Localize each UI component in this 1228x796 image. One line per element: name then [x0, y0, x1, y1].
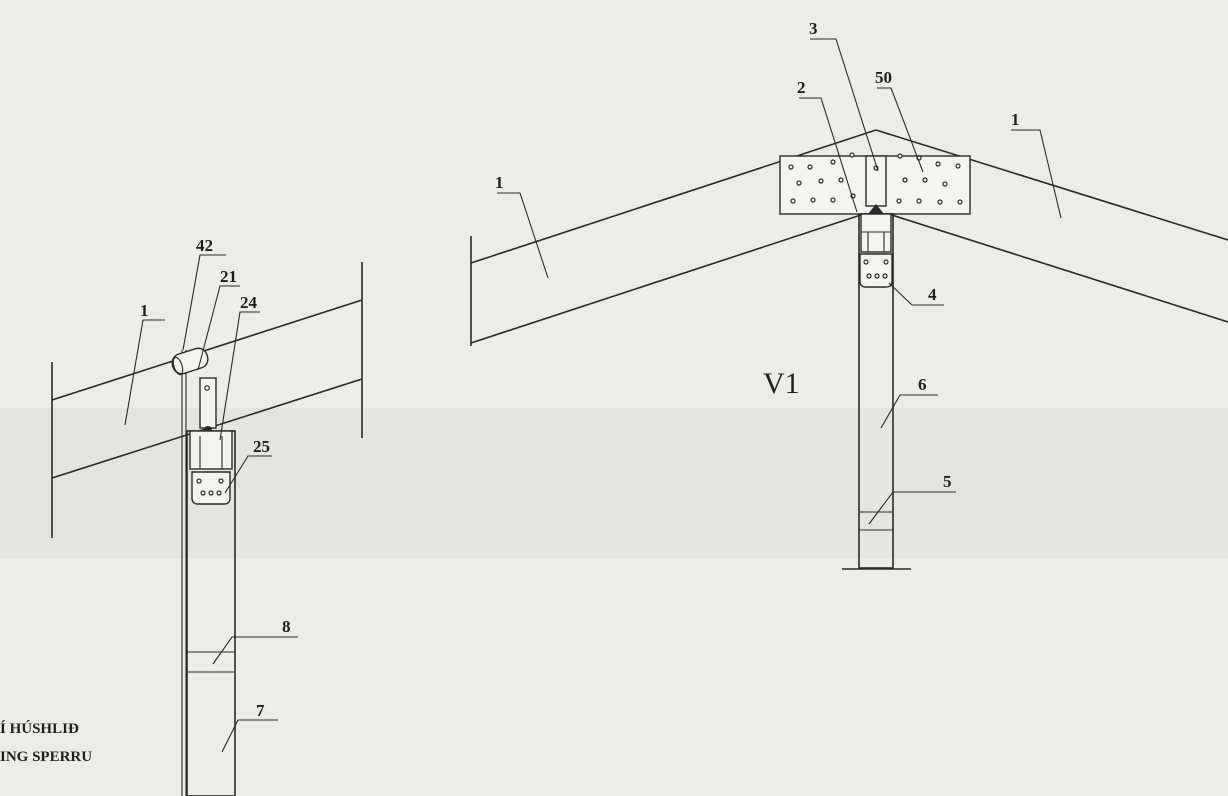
right-rafter-top — [875, 129, 1228, 241]
ridge-plate-holes — [788, 152, 963, 205]
ridge-detail: 1 1 2 3 50 4 6 5 V1 — [470, 19, 1228, 570]
leader-1-ridge-left — [497, 192, 549, 279]
bracket-25-hole-b — [218, 478, 224, 484]
connector-21-end — [172, 356, 184, 376]
callout-25: 25 — [253, 437, 270, 456]
callout-1-ridge-right: 1 — [1011, 110, 1020, 129]
leader-2 — [799, 97, 858, 213]
bracket-24-hole — [204, 385, 210, 391]
ridge-apex-pin — [868, 204, 884, 214]
callout-21: 21 — [220, 267, 237, 286]
leader-6 — [880, 394, 938, 429]
bracket-25-hole-e — [216, 490, 222, 496]
callout-1-ridge-left: 1 — [495, 173, 504, 192]
bracket-4-hole-d — [874, 273, 880, 279]
leader-50 — [877, 87, 924, 173]
leader-5 — [868, 491, 956, 525]
leader-3 — [810, 38, 879, 172]
scan-shade-band — [0, 408, 1228, 558]
note-line-1: Í HÚSHLIÐ — [0, 720, 79, 737]
bracket-25-hole-c — [200, 490, 206, 496]
bracket-4 — [859, 253, 893, 288]
leader-21 — [197, 285, 240, 371]
callout-8: 8 — [282, 617, 291, 636]
leader-42 — [182, 254, 226, 351]
leader-8 — [212, 636, 298, 665]
leader-7 — [221, 719, 278, 753]
leader-1-ridge-right — [1011, 129, 1062, 219]
view-label-v1: V1 — [763, 367, 800, 400]
callout-3: 3 — [809, 19, 818, 38]
note-line-2: ING SPERRU — [0, 749, 92, 765]
left-rafter-bottom — [470, 209, 877, 344]
callout-42: 42 — [196, 236, 213, 255]
callout-5: 5 — [943, 472, 952, 491]
left-rafter-top — [470, 129, 877, 264]
callout-4: 4 — [928, 285, 937, 304]
bracket-25-hole-d — [208, 490, 214, 496]
bracket-4-hole-a — [863, 259, 869, 265]
leader-4 — [888, 282, 944, 306]
callout-1-left: 1 — [140, 301, 149, 320]
bracket-4-hole-c — [866, 273, 872, 279]
bracket-25 — [191, 471, 231, 505]
callout-2: 2 — [797, 78, 806, 97]
callout-6: 6 — [918, 375, 927, 394]
post-head-cap — [860, 213, 892, 253]
column-head-cap — [189, 430, 233, 470]
callout-24: 24 — [240, 293, 258, 312]
left-section-detail: 1 42 21 24 25 8 7 — [51, 236, 363, 796]
leader-25 — [224, 455, 272, 494]
callout-7: 7 — [256, 701, 265, 720]
rafter-top-edge — [51, 299, 363, 401]
bracket-4-hole-b — [883, 259, 889, 265]
leader-1-left — [124, 319, 165, 426]
bracket-4-hole-e — [882, 273, 888, 279]
right-rafter-bottom — [875, 209, 1228, 323]
callout-50: 50 — [875, 68, 892, 87]
leader-24 — [219, 311, 260, 441]
bracket-25-hole-a — [196, 478, 202, 484]
